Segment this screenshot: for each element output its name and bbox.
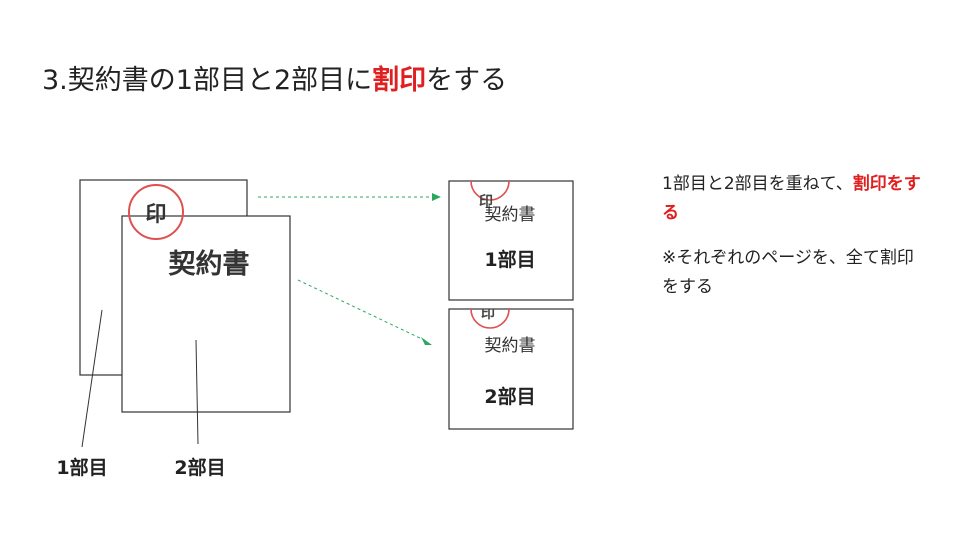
label-first: 1部目 (56, 456, 107, 479)
partial-stamp-text-first: 印 (479, 193, 493, 210)
arrowhead-first (432, 193, 441, 201)
arrow-to-second (297, 279, 425, 341)
title-prefix: 3.契約書の1部目と2部目に (42, 65, 373, 96)
partial-stamp-first (470, 181, 510, 201)
description-line-1-highlight: 割印をする (662, 174, 921, 223)
title-suffix: をする (426, 65, 508, 96)
pointer-line-2 (195, 339, 199, 445)
stamp-text: 印 (146, 202, 167, 226)
partial-stamp-second (470, 309, 510, 329)
doc-second-title: 契約書 (485, 336, 536, 356)
label-second: 2部目 (174, 456, 225, 479)
stamp-circle (128, 184, 184, 240)
title-highlight: 割印 (372, 65, 427, 96)
doc-first-label: 1部目 (484, 248, 535, 271)
description-line-1-prefix: 1部目と2部目を重ねて、 (662, 174, 853, 194)
doc-first (448, 180, 574, 301)
arrowhead-second (421, 337, 432, 345)
partial-stamp-text-second: 印 (481, 305, 495, 322)
description-line-2: ※それぞれのページを、全て割印をする (662, 248, 914, 297)
front-doc-title: 契約書 (169, 248, 250, 280)
slide-title: 3.契約書の1部目と2部目に割印をする (42, 58, 507, 97)
doc-second-label: 2部目 (484, 385, 535, 408)
pointer-line-1 (81, 309, 103, 448)
description-panel: 1部目と2部目を重ねて、割印をする ※それぞれのページを、全て割印をする (662, 170, 924, 318)
doc-second (448, 308, 574, 430)
page-2-front (121, 215, 291, 413)
description-line-1: 1部目と2部目を重ねて、割印をする (662, 170, 924, 228)
doc-first-title: 契約書 (485, 205, 536, 225)
